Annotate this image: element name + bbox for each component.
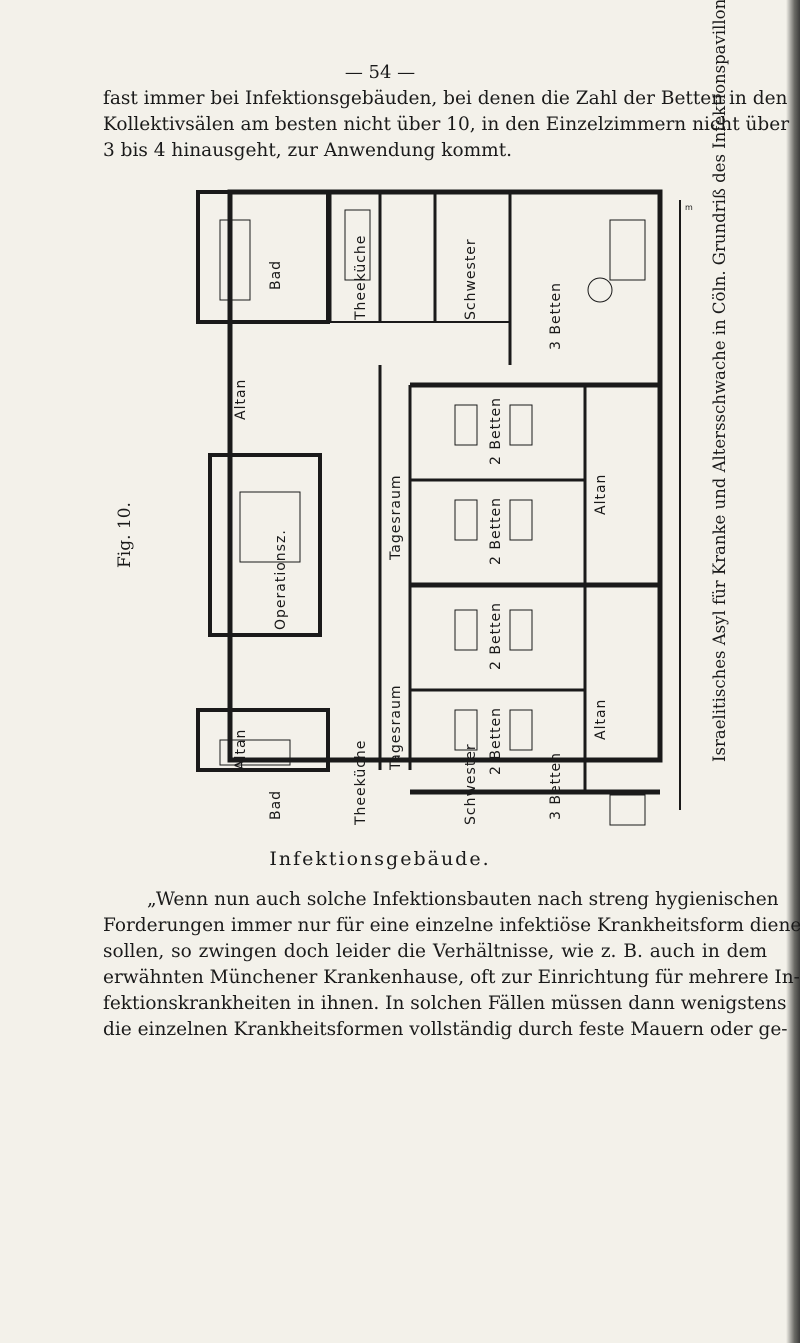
body-paragraph: „Wenn nun auch solche Infektionsbauten n…: [103, 887, 800, 1043]
room-label: 2 Betten: [488, 397, 504, 465]
room-label: Schwester: [463, 743, 479, 825]
text-line: sollen, so zwingen doch leider die Verhä…: [103, 941, 767, 962]
text-line: Forderungen immer nur für eine einzelne …: [103, 915, 800, 936]
room-label: Theeküche: [353, 740, 369, 826]
text-line: Kollektivsälen am besten nicht über 10, …: [103, 114, 790, 135]
text-line: „Wenn nun auch solche Infektionsbauten n…: [147, 889, 779, 910]
room-label: Bad: [268, 260, 284, 290]
room-label: 2 Betten: [488, 602, 504, 670]
room-label: Altan: [233, 379, 249, 420]
scale-unit: m: [685, 203, 693, 212]
text-line: 3 bis 4 hinausgeht, zur Anwendung kommt.: [103, 140, 513, 161]
text-line: fast immer bei Infektionsgebäuden, bei d…: [103, 88, 788, 109]
room-label: 3 Betten: [548, 752, 564, 820]
intro-paragraph: fast immer bei Infektionsgebäuden, bei d…: [103, 86, 790, 164]
room-label: Theeküche: [353, 235, 369, 321]
figure-caption: Infektionsgebäude.: [269, 848, 491, 870]
room-label: Tagesraum: [388, 475, 404, 561]
room-labels: Bad Theeküche Schwester 3 Betten Altan T…: [233, 235, 609, 826]
room-label: Altan: [233, 729, 249, 770]
room-label: Altan: [593, 474, 609, 515]
room-label: 3 Betten: [548, 282, 564, 350]
page-number: — 54 —: [344, 62, 416, 83]
text-line: fektionskrankheiten in ihnen. In solchen…: [103, 993, 787, 1014]
page-edge-shadow: [786, 0, 800, 1343]
room-label: Schwester: [463, 238, 479, 320]
room-label: Operationsz.: [273, 529, 289, 630]
room-label: Bad: [268, 790, 284, 820]
text-line: erwähnten Münchener Krankenhause, oft zu…: [103, 967, 800, 988]
room-label: Altan: [593, 699, 609, 740]
text-line: die einzelnen Krankheitsformen vollständ…: [103, 1019, 788, 1040]
room-label: 2 Betten: [488, 497, 504, 565]
figure-label: Fig. 10.: [115, 502, 135, 568]
room-label: 2 Betten: [488, 707, 504, 775]
floor-plan: Bad Theeküche Schwester 3 Betten Altan T…: [196, 189, 693, 826]
room-label: Tagesraum: [388, 685, 404, 771]
